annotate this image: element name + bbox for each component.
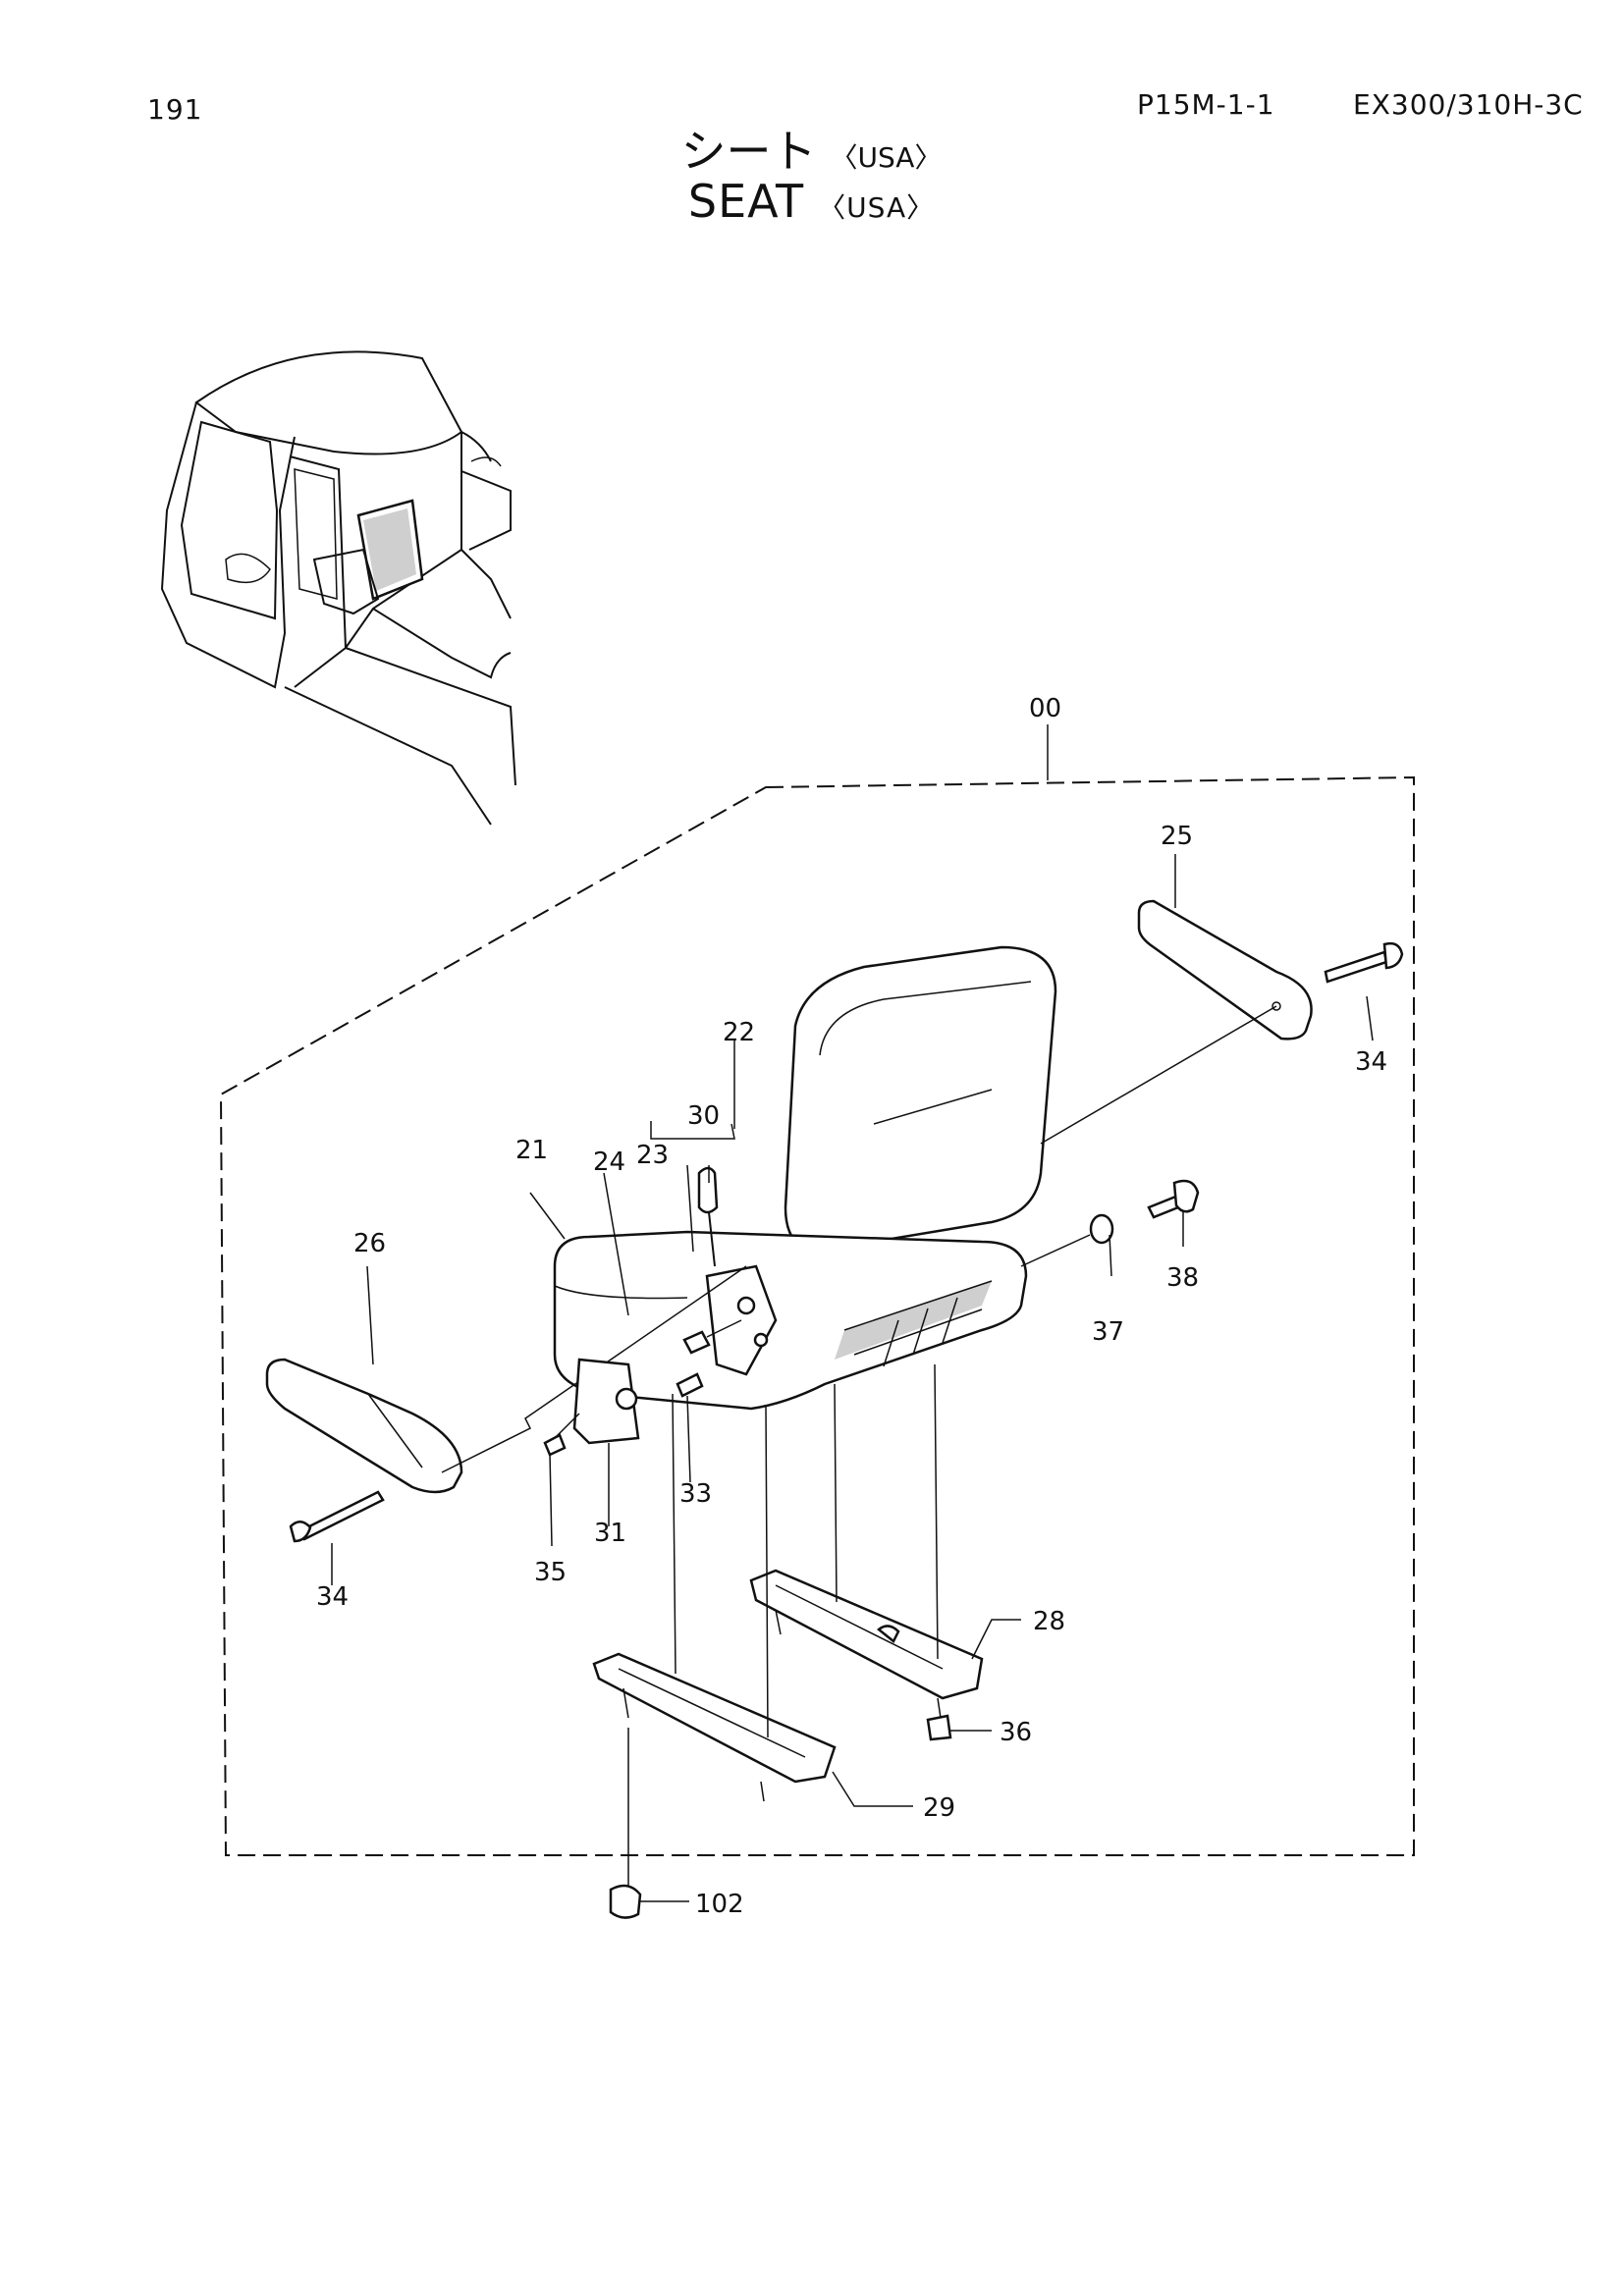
callout-23: 23 <box>636 1141 669 1170</box>
callout-36: 36 <box>1000 1718 1032 1747</box>
callout-31: 31 <box>594 1519 626 1548</box>
callout-34-right: 34 <box>1355 1047 1387 1077</box>
title-en-region: 〈USA〉 <box>818 191 936 224</box>
title-jp-text: シート <box>680 125 817 178</box>
seat-backrest <box>784 945 1057 1254</box>
callout-25: 25 <box>1161 822 1193 851</box>
model-number: EX300/310H-3C <box>1353 88 1584 121</box>
page-title-en: SEAT 〈USA〉 <box>0 175 1623 228</box>
title-jp-region: 〈USA〉 <box>830 141 943 174</box>
page-number: 191 <box>147 93 203 126</box>
callout-29: 29 <box>923 1793 955 1823</box>
cab-location-inset <box>160 350 516 826</box>
callout-102: 102 <box>695 1890 744 1919</box>
seat-rails <box>592 1363 984 1890</box>
side-cover <box>543 1319 742 1457</box>
leader-lines <box>331 724 1374 1902</box>
callout-21: 21 <box>515 1136 548 1165</box>
washer-and-screw <box>1020 1179 1200 1267</box>
title-en-text: SEAT <box>687 175 805 228</box>
callout-00: 00 <box>1029 694 1061 723</box>
section-code: P15M-1-1 <box>1137 88 1275 121</box>
callout-labels: 00 25 34 22 30 23 24 21 26 38 37 33 31 3… <box>316 694 1387 1919</box>
callout-24: 24 <box>593 1148 625 1177</box>
callout-38: 38 <box>1166 1263 1199 1293</box>
seat-assembly <box>553 945 1057 1411</box>
page-title-jp: シート〈USA〉 <box>0 116 1623 181</box>
armrest-right <box>1040 899 1404 1145</box>
callout-22: 22 <box>723 1018 755 1047</box>
callout-33: 33 <box>679 1479 712 1509</box>
slide-rail-left <box>592 1652 837 1784</box>
callout-26: 26 <box>353 1229 386 1258</box>
armrest-left <box>265 1265 747 1543</box>
assembly-boundary <box>219 775 1415 1856</box>
callout-34-left: 34 <box>316 1582 349 1612</box>
callout-30: 30 <box>687 1101 720 1131</box>
callout-35: 35 <box>534 1558 567 1587</box>
fastener-nuts <box>609 1714 952 1919</box>
callout-37: 37 <box>1092 1317 1124 1347</box>
callout-28: 28 <box>1033 1607 1065 1636</box>
